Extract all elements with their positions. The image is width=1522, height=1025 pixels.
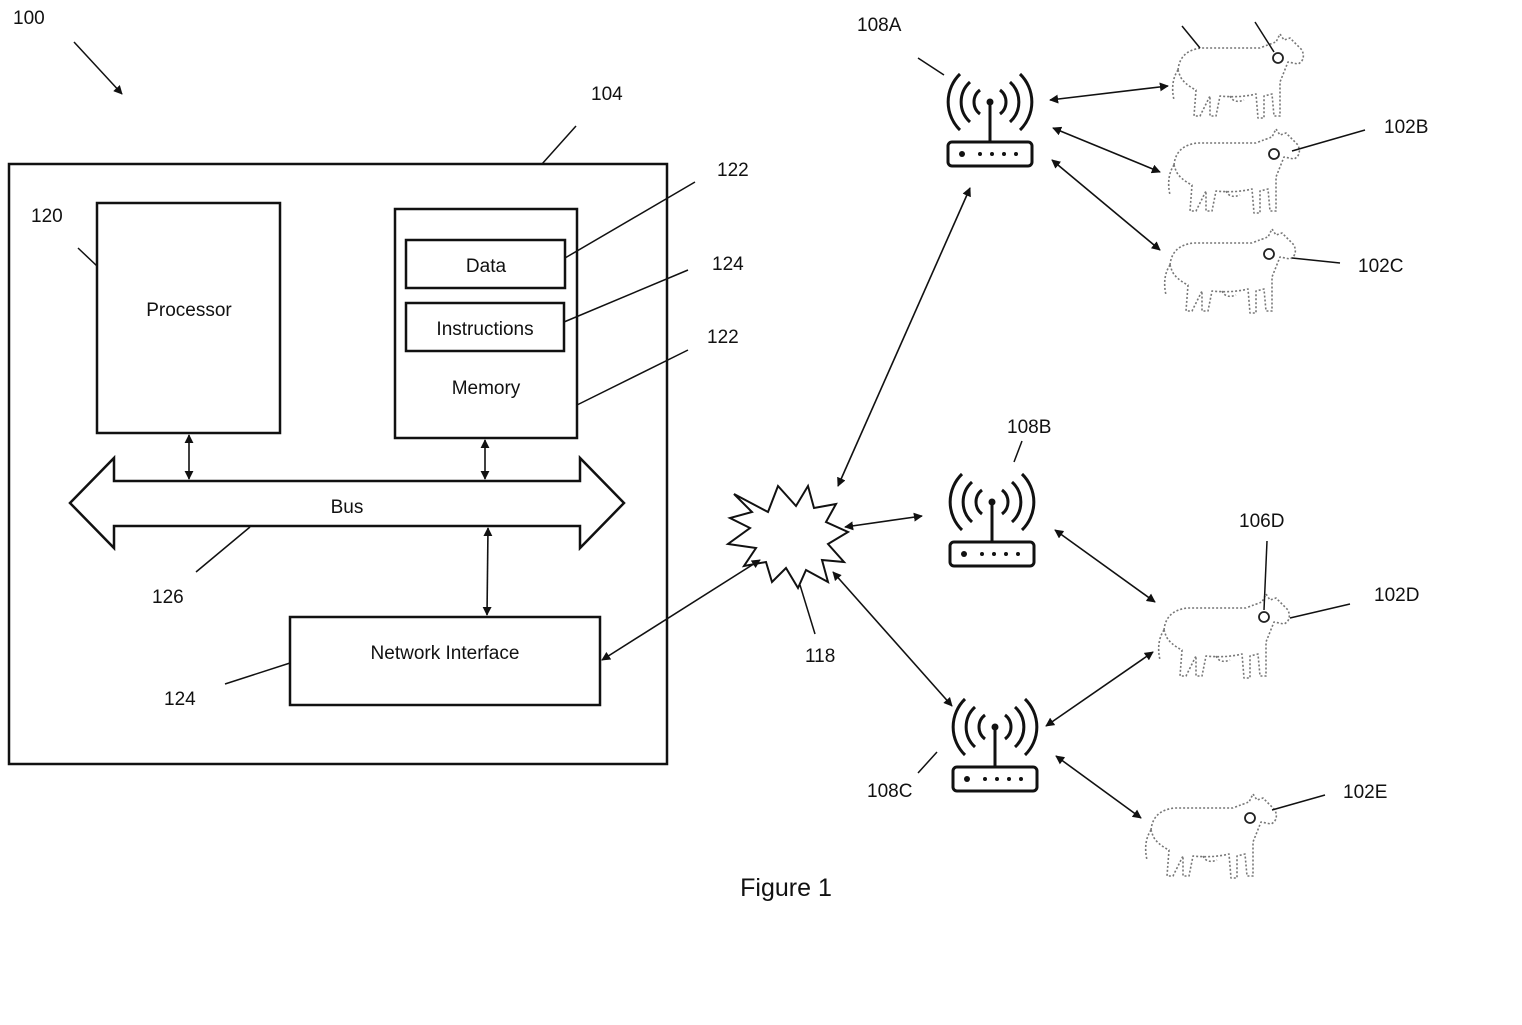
station-a-cow-b-link	[1053, 128, 1160, 172]
base-station-c-icon	[953, 699, 1037, 791]
station-c-cow-e-link	[1056, 756, 1141, 818]
base-station-a-leader-line	[918, 58, 944, 75]
processor-ref-label: 120	[31, 206, 63, 227]
memory-label: Memory	[452, 378, 521, 399]
animal-e-label: 102E	[1343, 782, 1387, 803]
network-to-station-b-link	[845, 516, 922, 527]
cow-c-icon	[1165, 229, 1296, 313]
system-ref-label: 100	[13, 8, 45, 29]
cow-c-tag-icon	[1264, 249, 1274, 259]
base-station-a-icon	[948, 74, 1032, 166]
system-ref-arrow	[74, 42, 122, 94]
network-cloud-burst	[728, 486, 848, 588]
base-station-c-leader-line	[918, 752, 937, 773]
cow-e-icon	[1146, 794, 1277, 878]
cow-b-icon	[1169, 129, 1300, 213]
computer-ref-label: 104	[591, 84, 623, 105]
bus-label: Bus	[331, 497, 364, 518]
network-leader-line	[800, 585, 815, 634]
memory-ref-label: 122	[707, 327, 739, 348]
station-a-cow-c-link	[1052, 160, 1160, 250]
animal-d-leader-line	[1290, 604, 1350, 618]
animal-c-label: 102C	[1358, 256, 1403, 277]
processor-label: Processor	[146, 300, 232, 321]
instructions-label: Instructions	[436, 319, 533, 340]
cow-a-leader-line-2	[1255, 22, 1274, 52]
network-interface-ref-label: 124	[164, 689, 196, 710]
cow-d-icon	[1159, 594, 1290, 678]
base-station-b-icon	[950, 474, 1034, 566]
animal-c-leader-line	[1292, 258, 1340, 263]
cow-a-tag-icon	[1273, 53, 1283, 63]
cow-a-leader-line-1	[1182, 26, 1200, 48]
network-to-station-a-link	[838, 188, 970, 486]
figure-caption: Figure 1	[740, 874, 832, 902]
animal-e-leader-line	[1272, 795, 1325, 810]
tag-d-label: 106D	[1239, 511, 1284, 532]
data-label: Data	[466, 256, 507, 277]
station-a-cow-a-link	[1050, 86, 1168, 100]
network-interface-label: Network Interface	[371, 643, 520, 664]
computer-leader-line	[542, 126, 576, 164]
base-station-b-label: 108B	[1007, 417, 1051, 438]
network-to-station-c-link	[833, 572, 952, 706]
bus-ref-label: 126	[152, 587, 184, 608]
base-station-a-label: 108A	[857, 15, 902, 36]
instructions-ref-label: 124	[712, 254, 744, 275]
bus-network-interface-connection	[487, 528, 488, 615]
animal-b-leader-line	[1292, 130, 1365, 151]
tag-d-leader-line	[1264, 541, 1267, 610]
base-station-c-label: 108C	[867, 781, 912, 802]
network-ref-label: 118	[805, 646, 835, 667]
base-station-b-leader-line	[1014, 441, 1022, 462]
cow-e-tag-icon	[1245, 813, 1255, 823]
cow-a-icon	[1173, 34, 1304, 118]
cow-d-tag-icon	[1259, 612, 1269, 622]
data-ref-label: 122	[717, 160, 749, 181]
station-c-cow-d-link	[1046, 652, 1153, 726]
animal-d-label: 102D	[1374, 585, 1419, 606]
station-b-cow-d-link	[1055, 530, 1155, 602]
cow-b-tag-icon	[1269, 149, 1279, 159]
animal-b-label: 102B	[1384, 117, 1428, 138]
